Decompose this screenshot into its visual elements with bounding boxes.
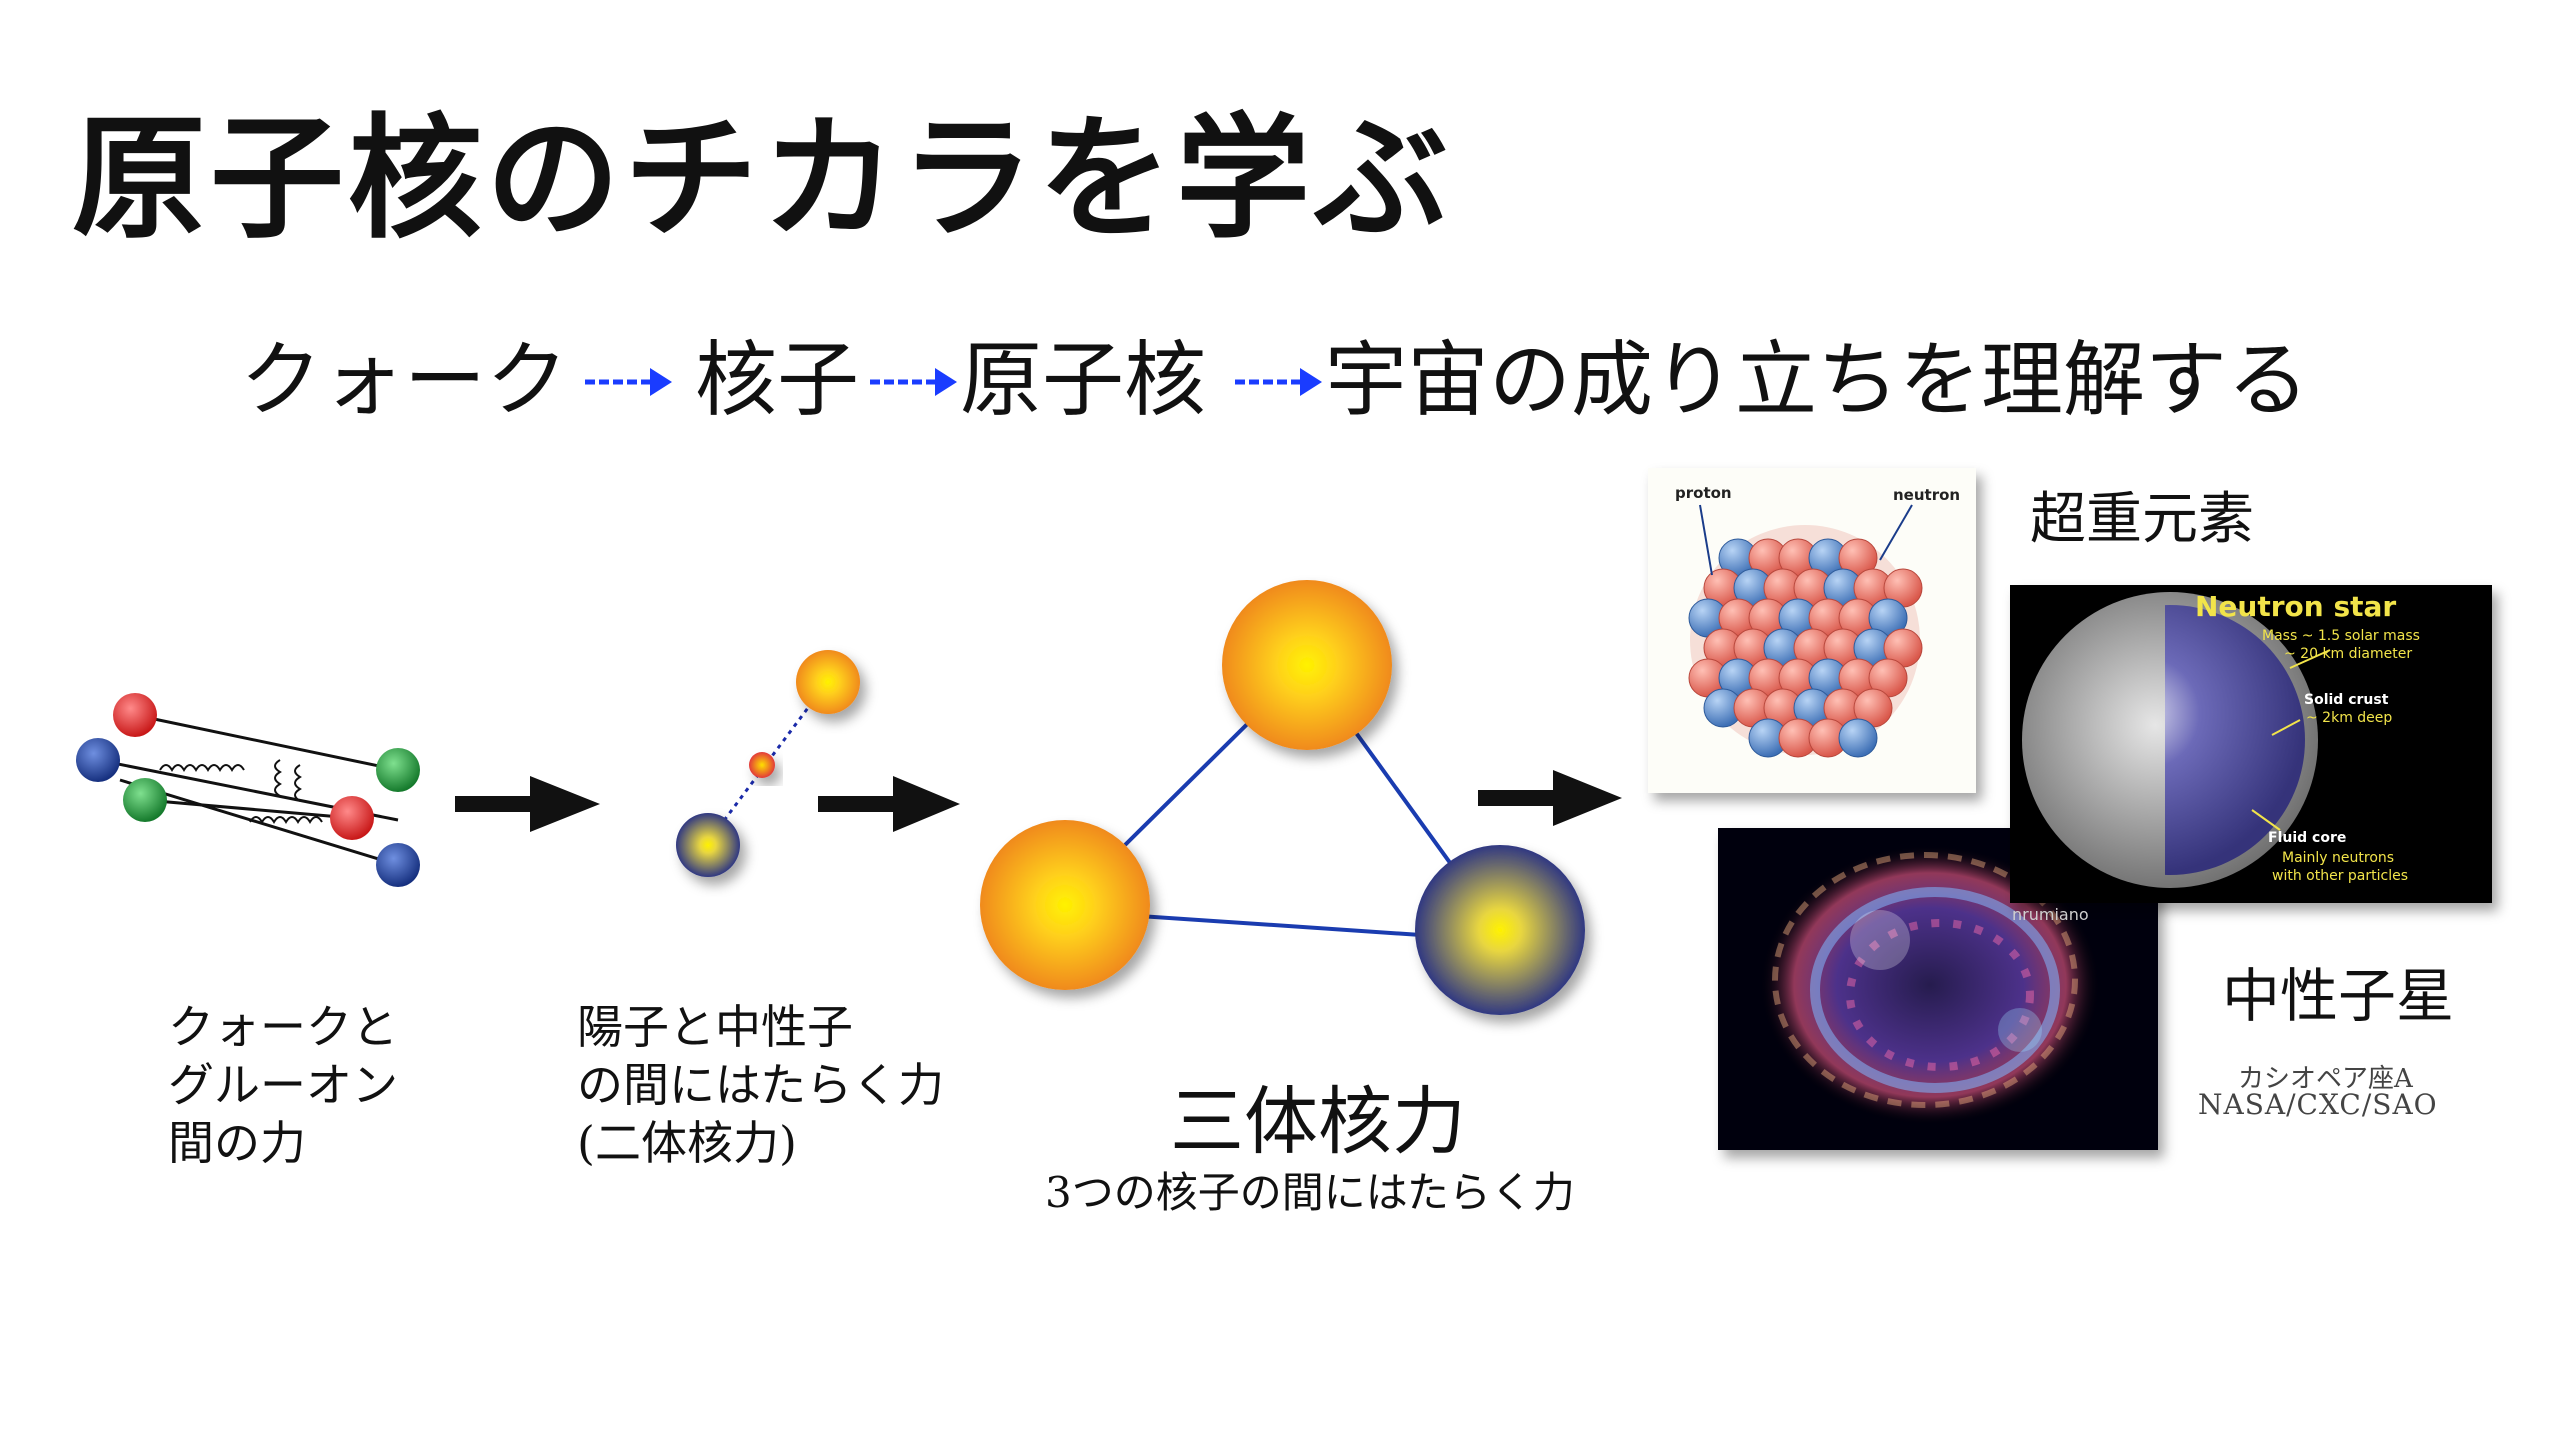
remnant-watermark: nrumiano — [2012, 905, 2089, 924]
quark-green-2 — [376, 748, 420, 792]
black-arrow-2 — [818, 776, 960, 832]
flow-arrow-2 — [870, 368, 957, 396]
meson-small — [749, 752, 775, 778]
caption-two-body-1: 陽子と中性子 — [577, 1000, 853, 1054]
nucleon-orange-small — [796, 650, 860, 714]
caption-neutron-star: 中性子星 — [2222, 962, 2455, 1030]
caption-cas-a: カシオペア座A — [2238, 1064, 2413, 1094]
label-neutron: neutron — [1893, 486, 1961, 504]
ns-crust-1: Solid crust — [2304, 692, 2389, 708]
quark-gluon-diagram — [76, 693, 420, 887]
black-arrow-3 — [1478, 770, 1622, 826]
nucleon-top — [1222, 580, 1392, 750]
caption-quark-3: 間の力 — [168, 1116, 306, 1170]
caption-three-body-title: 三体核力 — [1170, 1079, 1466, 1165]
neutron-sphere — [1838, 718, 1878, 758]
nucleus-image — [1648, 468, 1976, 793]
nucleus-cluster — [1688, 525, 1923, 758]
ns-core-3: with other particles — [2272, 868, 2408, 884]
ns-crust-2: ~ 2km deep — [2306, 710, 2393, 726]
flow-nucleon: 核子 — [695, 333, 860, 428]
neutron-star-title: Neutron star — [2195, 590, 2397, 623]
nucleon-left — [980, 820, 1150, 990]
flow-quark: クォーク — [240, 333, 569, 428]
caption-quark-2: グルーオン — [168, 1058, 398, 1112]
quark-green-1 — [123, 778, 167, 822]
slide-title: 原子核のチカラを学ぶ — [72, 101, 1453, 257]
caption-quark-1: クォークと — [168, 1000, 398, 1054]
quark-red-1 — [113, 693, 157, 737]
quark-red-2 — [330, 796, 374, 840]
three-body-diagram — [980, 580, 1585, 1015]
flow-arrow-3 — [1235, 368, 1322, 396]
ns-mass-1: Mass ~ 1.5 solar mass — [2262, 628, 2420, 644]
ns-mass-2: ~ 20 km diameter — [2284, 646, 2413, 662]
caption-superheavy: 超重元素 — [2030, 487, 2254, 552]
caption-two-body-2: の間にはたらく力 — [577, 1058, 945, 1112]
caption-credit: NASA/CXC/SAO — [2198, 1088, 2438, 1121]
quark-blue-1 — [76, 738, 120, 782]
neutron-star-core — [2165, 605, 2305, 875]
quark-blue-2 — [376, 843, 420, 887]
neutron-star-image — [2010, 585, 2492, 903]
flow-arrow-1 — [585, 368, 672, 396]
ns-core-2: Mainly neutrons — [2282, 850, 2395, 866]
caption-two-body-3: (二体核力) — [577, 1116, 797, 1170]
nucleon-navy-small — [676, 813, 740, 877]
flow-nucleus: 原子核 — [960, 333, 1207, 428]
label-proton: proton — [1675, 484, 1732, 502]
nucleon-right — [1415, 845, 1585, 1015]
black-arrow-1 — [455, 776, 600, 832]
caption-three-body-sub: 3つの核子の間にはたらく力 — [1045, 1168, 1575, 1217]
flow-universe: 宇宙の成り立ちを理解する — [1325, 333, 2310, 428]
two-body-diagram — [676, 650, 860, 877]
ns-core-1: Fluid core — [2268, 830, 2347, 846]
